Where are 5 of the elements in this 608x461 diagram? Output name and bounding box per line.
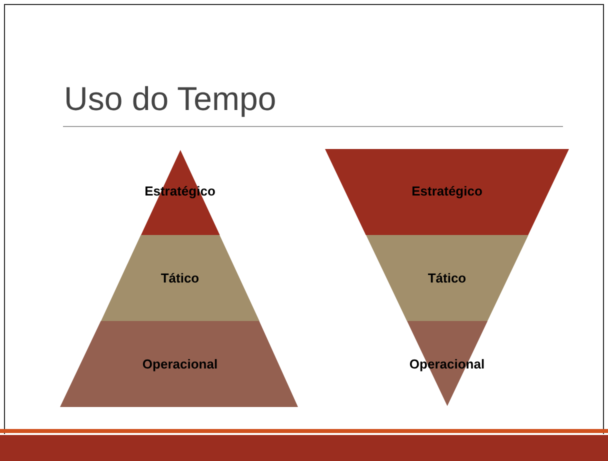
slide-title: Uso do Tempo xyxy=(64,80,276,118)
tier-label: Tático xyxy=(428,270,466,286)
tier-label: Tático xyxy=(160,270,200,286)
tier-label: Estratégico xyxy=(412,184,482,198)
tier-label: Operacional xyxy=(142,356,218,372)
